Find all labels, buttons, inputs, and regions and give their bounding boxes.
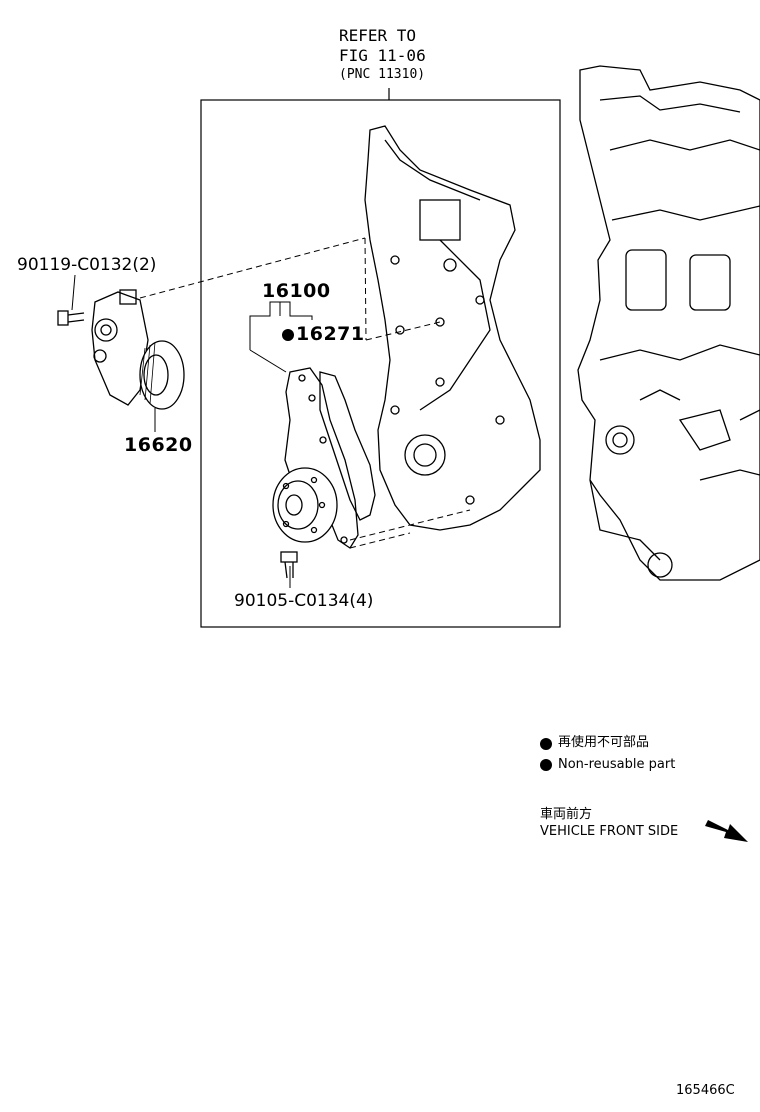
part-water-pump-assy: 16100 — [262, 280, 331, 302]
illustration-id: 165466C — [676, 1083, 735, 1098]
pump-bolt — [280, 551, 298, 579]
part-gasket: 16271 — [296, 323, 365, 345]
leader-lines — [71, 274, 313, 588]
part-tensioner: 16620 — [124, 434, 193, 456]
dashed-references — [139, 237, 471, 549]
legend-en: Non-reusable part — [558, 757, 676, 772]
engine-block — [577, 65, 760, 581]
water-pump — [272, 367, 359, 549]
legend-bullet-en — [540, 759, 552, 771]
legend-bullet-jp — [540, 738, 552, 750]
refer-frame — [200, 99, 561, 628]
tensioner — [91, 289, 185, 410]
direction-jp: 車両前方 — [540, 807, 593, 822]
non-reusable-bullet — [282, 329, 294, 341]
gasket-shape — [319, 371, 376, 521]
part-bolt-tensioner: 90119-C0132(2) — [17, 255, 157, 275]
tensioner-bolt — [57, 310, 85, 326]
refer-line1: REFER TO — [339, 26, 417, 45]
refer-line3: (PNC 11310) — [339, 67, 426, 82]
part-bolt-pump: 90105-C0134(4) — [234, 591, 374, 611]
direction-en: VEHICLE FRONT SIDE — [540, 824, 679, 839]
direction-arrow-icon — [705, 820, 748, 842]
legend-jp: 再使用不可部品 — [558, 735, 650, 750]
timing-cover — [364, 125, 541, 531]
refer-line2: FIG 11-06 — [339, 46, 426, 65]
